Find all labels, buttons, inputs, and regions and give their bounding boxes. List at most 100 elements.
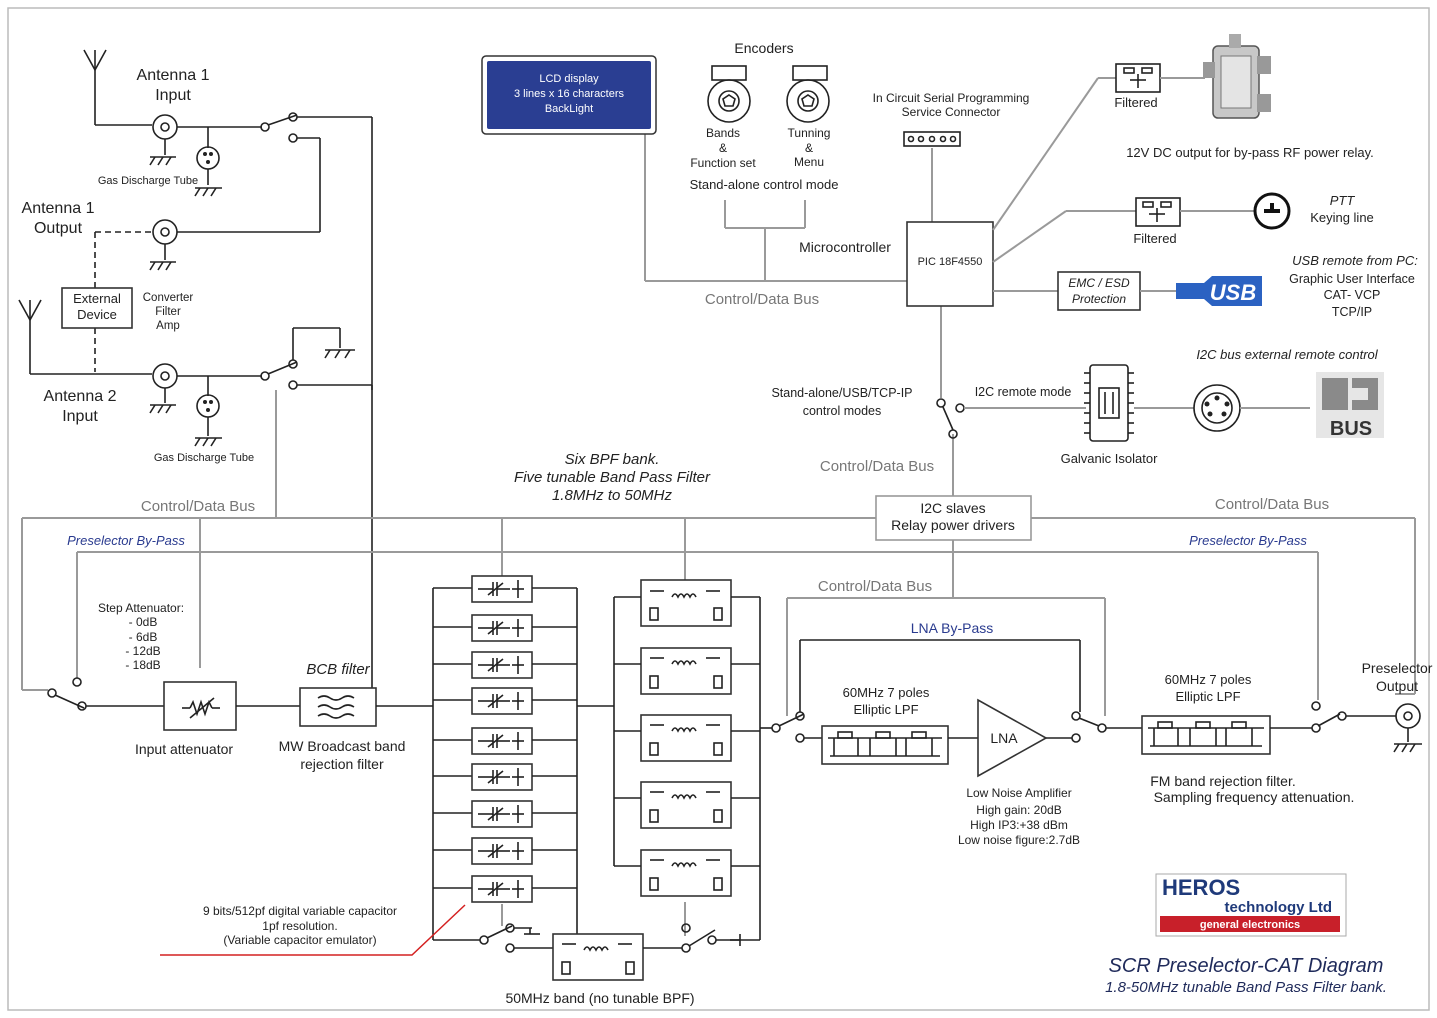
lpf-filter-2 xyxy=(1142,716,1270,754)
ptt-label-2: Keying line xyxy=(1310,210,1374,225)
ground-icon xyxy=(325,350,355,358)
varcap-label-3: (Variable capacitor emulator) xyxy=(223,933,376,947)
lcd-line-3: BackLight xyxy=(545,103,593,115)
antenna-2-input-label-1: Antenna 2 xyxy=(44,388,117,405)
connector-icon xyxy=(153,115,177,139)
output-connector-icon xyxy=(1396,704,1420,728)
varcap-label-1: 9 bits/512pf digital variable capacitor xyxy=(203,904,397,918)
usb-remote-1: USB remote from PC: xyxy=(1292,253,1418,268)
fm-rej-label-1: FM band rejection filter. xyxy=(1150,773,1296,789)
i2c-slaves-label-1: I2C slaves xyxy=(920,500,985,516)
ground-icon xyxy=(730,934,740,946)
bank-cap-row-7 xyxy=(433,801,577,827)
ground-icon xyxy=(150,405,176,413)
converter-label-2: Filter xyxy=(155,306,181,318)
heros-name: HEROS xyxy=(1162,875,1240,900)
bcb-desc-1: MW Broadcast band xyxy=(279,738,406,754)
bus-label-right: Control/Data Bus xyxy=(1215,496,1329,513)
bank-cap-row-8 xyxy=(433,838,577,864)
heros-logo: HEROS technology Ltd general electronics xyxy=(1156,874,1346,936)
filter-icon xyxy=(1116,64,1160,92)
bank-cap-row-9 xyxy=(433,876,577,902)
antenna-1-input-label-1: Antenna 1 xyxy=(137,67,210,84)
lna-desc-1: Low Noise Amplifier xyxy=(966,786,1071,800)
bank-cap-row-1 xyxy=(433,576,577,602)
mcu-chip-label: PIC 18F4550 xyxy=(918,256,983,268)
lcd-line-2: 3 lines x 16 characters xyxy=(514,88,625,100)
rf-relay-icon xyxy=(1203,34,1271,118)
lna-label: LNA xyxy=(990,730,1018,746)
preselector-bypass-right: Preselector By-Pass xyxy=(1189,533,1307,548)
bus-label-lower: Control/Data Bus xyxy=(818,578,932,595)
mode-switch xyxy=(937,399,964,438)
input-attenuator-label: Input attenuator xyxy=(135,741,233,757)
ground-icon xyxy=(1394,744,1422,752)
ground-icon xyxy=(150,262,176,270)
antenna-switch-1 xyxy=(261,113,297,142)
ground-icon xyxy=(195,438,222,446)
lna-bypass-switch-right xyxy=(1072,712,1106,742)
filter-icon xyxy=(1136,198,1180,226)
bcb-filter-box xyxy=(300,688,376,726)
lna-desc-4: Low noise figure:2.7dB xyxy=(958,833,1080,847)
external-device-label-1: External xyxy=(73,291,121,306)
lpf2-label-2: Elliptic LPF xyxy=(1175,689,1240,704)
usb-remote-4: TCP/IP xyxy=(1332,305,1372,319)
lpf-filter-1 xyxy=(822,726,948,764)
connector-icon xyxy=(153,364,177,388)
encoder-knob-icon xyxy=(708,66,750,122)
bpf-filter-3 xyxy=(614,715,760,761)
bus-label-top: Control/Data Bus xyxy=(705,291,819,308)
bank-cap-row-6 xyxy=(433,764,577,790)
ground-icon xyxy=(150,157,176,165)
bpf-bank-title-2: Five tunable Band Pass Filter xyxy=(514,469,711,486)
lna-desc-2: High gain: 20dB xyxy=(976,803,1061,817)
bank-cap-row-4 xyxy=(433,688,577,714)
lna-bypass-switch-left xyxy=(772,712,804,742)
bands-label-3: Function set xyxy=(690,156,756,170)
tuning-label-3: Menu xyxy=(794,155,824,169)
ground-icon xyxy=(524,928,540,934)
antenna-2-icon xyxy=(19,300,41,374)
bpf-bank-title-3: 1.8MHz to 50MHz xyxy=(552,487,673,504)
lna-bypass-label: LNA By-Pass xyxy=(911,620,993,636)
filtered-label-2: Filtered xyxy=(1133,231,1176,246)
preselector-bypass-left: Preselector By-Pass xyxy=(67,533,185,548)
bank-cap-row-3 xyxy=(433,652,577,678)
tuning-label-2: & xyxy=(805,141,813,155)
icsp-label-1: In Circuit Serial Programming xyxy=(873,91,1030,105)
icsp-connector-icon xyxy=(904,132,960,146)
converter-label-1: Converter xyxy=(143,292,194,304)
band50-switch-left xyxy=(480,924,514,952)
ground-icon xyxy=(195,188,222,196)
filtered-label-1: Filtered xyxy=(1114,95,1157,110)
microcontroller-label: Microcontroller xyxy=(799,239,891,255)
bands-label-1: Bands xyxy=(706,126,740,140)
connector-icon xyxy=(153,220,177,244)
ptt-label-1: PTT xyxy=(1330,193,1356,208)
external-device-label-2: Device xyxy=(77,307,117,322)
emc-label-1: EMC / ESD xyxy=(1068,276,1130,290)
bcb-desc-2: rejection filter xyxy=(300,756,384,772)
antenna-2-input-label-2: Input xyxy=(62,408,98,425)
dc-output-label: 12V DC output for by-pass RF power relay… xyxy=(1126,145,1374,160)
bpf-filter-1 xyxy=(614,580,760,626)
din-connector-icon xyxy=(1194,385,1240,431)
usb-remote-3: CAT- VCP xyxy=(1324,288,1381,302)
gas-discharge-tube-icon xyxy=(197,395,219,417)
bpf-bank-title-1: Six BPF bank. xyxy=(565,451,660,468)
lpf2-label-1: 60MHz 7 poles xyxy=(1165,672,1252,687)
antenna-1-output-label-2: Output xyxy=(34,220,83,237)
bank-cap-row-2 xyxy=(433,615,577,641)
footer-title: SCR Preselector-CAT Diagram xyxy=(1109,955,1384,977)
standalone-mode-label: Stand-alone control mode xyxy=(690,177,839,192)
i2c-remote-mode-label: I2C remote mode xyxy=(975,385,1072,399)
antenna-1-output-label-1: Antenna 1 xyxy=(22,200,95,217)
i2c-bus-logo-text: BUS xyxy=(1330,418,1372,440)
i2c-bus-logo-icon: BUS xyxy=(1316,372,1384,440)
step-att-0: - 0dB xyxy=(129,615,158,629)
galvanic-isolator-icon xyxy=(1084,365,1134,441)
step-att-title: Step Attenuator: xyxy=(98,601,184,615)
